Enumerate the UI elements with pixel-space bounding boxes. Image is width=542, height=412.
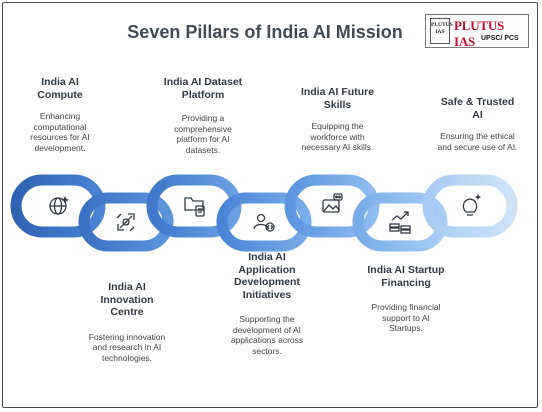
pillar-title: India AI Innovation Centre <box>100 281 154 318</box>
pillar-compute: India AI Compute Enhancing computational… <box>5 76 115 153</box>
user-code-icon <box>253 213 275 232</box>
pillar-title: India AI Startup Financing <box>367 264 445 289</box>
pillar-innovation-centre: India AI Innovation Centre Fostering inn… <box>72 281 182 363</box>
pillar-title: Safe & Trusted AI <box>440 96 515 121</box>
diagram-frame <box>2 2 538 408</box>
chain-link-application-development <box>216 192 312 252</box>
rocket-icon <box>116 213 135 232</box>
pillar-title: India AI Application Development Initiat… <box>234 251 300 301</box>
image-bot-icon <box>322 193 343 213</box>
pillar-description: Ensuring the ethical and secure use of A… <box>437 131 518 152</box>
pillar-title: India AI Dataset Platform <box>163 76 243 101</box>
pillar-title: India AI Future Skills <box>300 86 375 111</box>
logo-subtitle: UPSC/ PCS <box>481 35 519 42</box>
chain-link-safe-trusted <box>422 174 518 238</box>
pillar-description: Supporting the development of AI applica… <box>230 314 304 356</box>
pillar-description: Providing a comprehensive platform for A… <box>174 113 232 155</box>
pillar-description: Enhancing computational resources for AI… <box>30 111 90 153</box>
pillar-startup-financing: India AI Startup Financing Providing fin… <box>346 264 466 334</box>
pillar-description: Fostering innovation and research in AI … <box>88 331 166 363</box>
page-title: Seven Pillars of India AI Mission <box>127 22 403 42</box>
plutus-ias-logo: PLUTUS IAS PLUTUS IAS UPSC/ PCS <box>425 14 529 49</box>
pillar-future-skills: India AI Future Skills Equipping the wor… <box>280 86 395 153</box>
globe-sparkle-icon <box>49 196 69 215</box>
pillar-dataset-platform: India AI Dataset Platform Providing a co… <box>143 76 263 155</box>
logo-seal: PLUTUS IAS <box>430 18 453 44</box>
pillar-title: India AI Compute <box>37 76 83 101</box>
chain-link-innovation-centre <box>78 192 174 252</box>
pillar-application-development: India AI Application Development Initiat… <box>208 251 326 356</box>
pillar-safe-trusted: Safe & Trusted AI Ensuring the ethical a… <box>420 96 535 152</box>
growth-money-icon <box>389 211 411 234</box>
pillar-description: Providing financial support to AI Startu… <box>371 302 441 333</box>
dataset-folder-icon <box>184 197 205 217</box>
logo-name: PLUTUS IAS <box>454 18 505 49</box>
chain-link-startup-financing <box>352 192 448 252</box>
pillar-description: Equipping the workforce with necessary A… <box>301 121 374 152</box>
lightbulb-sparkle-icon <box>462 194 481 216</box>
